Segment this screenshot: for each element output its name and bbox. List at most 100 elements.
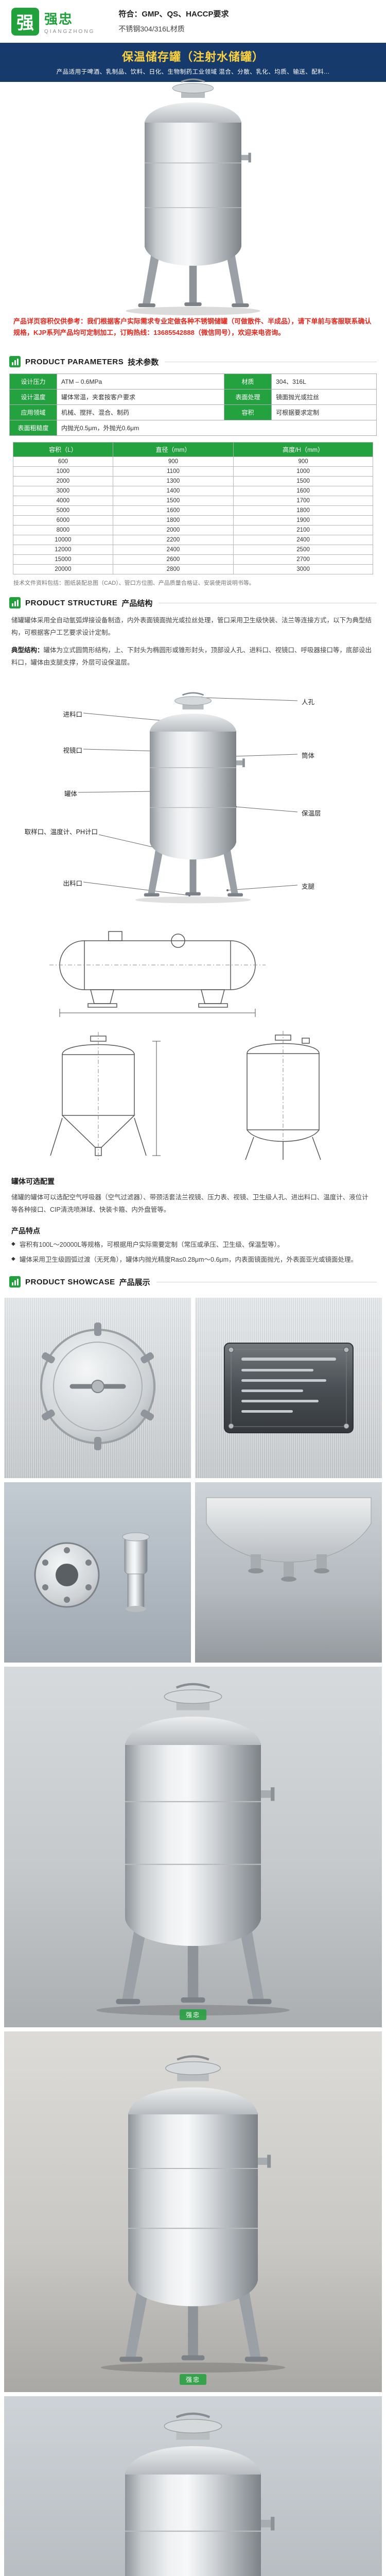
capacity-cell: 1300 [112,476,234,487]
capacity-cell: 2400 [233,535,373,546]
tank-bottom-ports-photo [195,1482,382,1663]
capacity-cell: 1000 [233,466,373,477]
showcase-row [4,1482,382,1663]
capacity-cell: 6000 [13,515,113,526]
bar-chart-icon [9,597,21,609]
param-label: 设计压力 [9,374,57,390]
brand-watermark: 强忠 [179,2374,207,2385]
brand-name: 强忠 [44,11,74,27]
param-label: 设计温度 [9,389,57,405]
param-value: 罐体常温，夹套按客户要求 [56,389,225,405]
section-header-structure: PRODUCT STRUCTURE 产品结构 [9,597,377,609]
vertical-tank-drawings [8,1028,378,1167]
slogan-line-1: 符合：GMP、QS、HACCP要求 [118,10,229,19]
product-showcase-gallery: 强忠 强忠 强忠 强忠 [0,1294,386,2576]
slogan-line-2: 不锈钢304/316L材质 [118,24,185,33]
capacity-cell: 1700 [233,496,373,506]
section-header-parameters: PRODUCT PARAMETERS 技术参数 [9,356,377,368]
param-value: 内抛光0.5μm，外抛光0.6μm [57,420,377,436]
capacity-cell: 1600 [112,505,234,516]
capacity-cell: 1900 [233,515,373,526]
capacity-cell: 900 [112,456,234,467]
diagram-label-inlet: 进料口 [63,711,82,719]
capacity-header: 直径（mm） [112,442,234,457]
capacity-cell: 1800 [233,505,373,516]
section-header-showcase: PRODUCT SHOWCASE 产品展示 [9,1276,377,1288]
diagram-label-outlet: 出料口 [63,880,82,888]
parameters-table: 设计压力 ATM – 0.6MPa 材质 304、316L 设计温度 罐体常温，… [9,374,377,436]
tank-photo-workshop: 强忠 [4,2396,382,2576]
feature-item: 容积有100L～20000L等规格，可根据用户实际需要定制（常压或承压、卫生级、… [11,1239,375,1251]
capacity-cell: 900 [233,456,373,467]
tank-diagram-illustration [135,692,251,904]
feature-item: 罐体采用卫生级圆弧过渡（无死角），罐体内抛光精度Ra≤0.28μm～0.6μm，… [11,1254,375,1266]
param-label: 容积 [224,404,272,421]
structure-intro: 储罐罐体采用全自动氩弧焊接设备制造，内外表面镜面抛光或拉丝处理，管口采用卫生级快… [11,617,372,637]
product-title: 保温储存罐（注射水储罐） [121,50,264,64]
table-row: 设计压力 ATM – 0.6MPa 材质 304、316L [9,374,377,390]
capacity-cell: 1600 [233,486,373,497]
capacity-cell: 2700 [233,554,373,565]
bar-chart-icon [9,1276,21,1288]
capacity-cell: 20000 [13,564,113,575]
capacity-header: 容积（L） [13,442,113,457]
bar-chart-icon [9,356,21,368]
nameplate-photo [195,1298,382,1479]
capacity-cell: 2000 [13,476,113,487]
capacity-cell: 1800 [112,515,234,526]
param-value: ATM – 0.6MPa [56,374,225,390]
table-row: 应用领域 机械、搅拌、混合、制药 容积 可根据要求定制 [9,404,377,421]
param-label: 应用领域 [9,404,57,421]
capacity-cell: 3000 [233,564,373,575]
diagram-label-insulation: 保温层 [302,810,321,818]
capacity-cell: 4000 [13,496,113,506]
section-title-en: PRODUCT STRUCTURE [25,598,118,607]
horizontal-tank-drawing [8,925,378,1021]
capacity-cell: 1500 [112,496,234,506]
capacity-cell: 10000 [13,535,113,546]
capacity-cell: 600 [13,456,113,467]
diagram-label-sightglass: 视镜口 [63,747,82,755]
diagram-label-sampling-ports: 取样口、温度计、PH计口 [24,828,98,836]
diagram-label-manhole: 人孔 [302,699,315,706]
capacity-cell: 1000 [13,466,113,477]
capacity-cell: 1400 [112,486,234,497]
manhole-cover-photo [4,1298,191,1479]
features-title: 产品特点 [11,1226,40,1235]
section-title-cn: 产品结构 [121,599,153,608]
capacity-cell: 5000 [13,505,113,516]
diagram-label-legs: 支腿 [302,883,315,891]
capacity-cell: 1100 [112,466,234,477]
custom-order-notice: 产品详页容积仅供参考：我们根据客户实际需求专业定做各种不锈钢储罐（可做散件、半成… [13,317,372,337]
capacity-header: 高度/H（mm） [233,442,373,457]
options-text: 储罐的罐体可以选配空气呼吸器（空气过滤器）、带颈活套法兰视镜、压力表、视镜、卫生… [11,1194,369,1214]
capacity-cell: 2600 [112,554,234,565]
section-title-en: PRODUCT PARAMETERS [25,357,124,366]
hero-product-photo [0,78,386,316]
brand-subtitle: QIANGZHONG [44,28,95,35]
capacity-cell: 2500 [233,545,373,555]
tank-illustration [126,78,260,316]
brand-block: 强忠 QIANGZHONG [44,9,95,35]
capacity-cell: 1500 [233,476,373,487]
capacity-cell: 2800 [112,564,234,575]
diagram-label-shell: 筒体 [302,752,315,760]
table-row: 设计温度 罐体常温，夹套按客户要求 表面处理 镜面抛光或拉丝 [9,389,377,405]
diagram-label-tank-body: 罐体 [64,790,77,798]
options-title: 罐体可选配置 [11,1177,55,1186]
dished-head-tank-drawing [244,1031,321,1160]
capacity-cell: 2200 [112,535,234,546]
capacity-cell: 15000 [13,554,113,565]
table-header-row: 容积（L） 直径（mm） 高度/H（mm） [13,442,373,457]
cone-bottom-tank-drawing [49,1032,161,1162]
brand-logo-icon: 强 [11,7,39,36]
capacity-cell: 2000 [112,525,234,536]
structure-diagram: 进料口 视镜口 罐体 取样口、温度计、PH计口 出料口 人孔 筒体 保温层 支腿 [0,674,386,921]
